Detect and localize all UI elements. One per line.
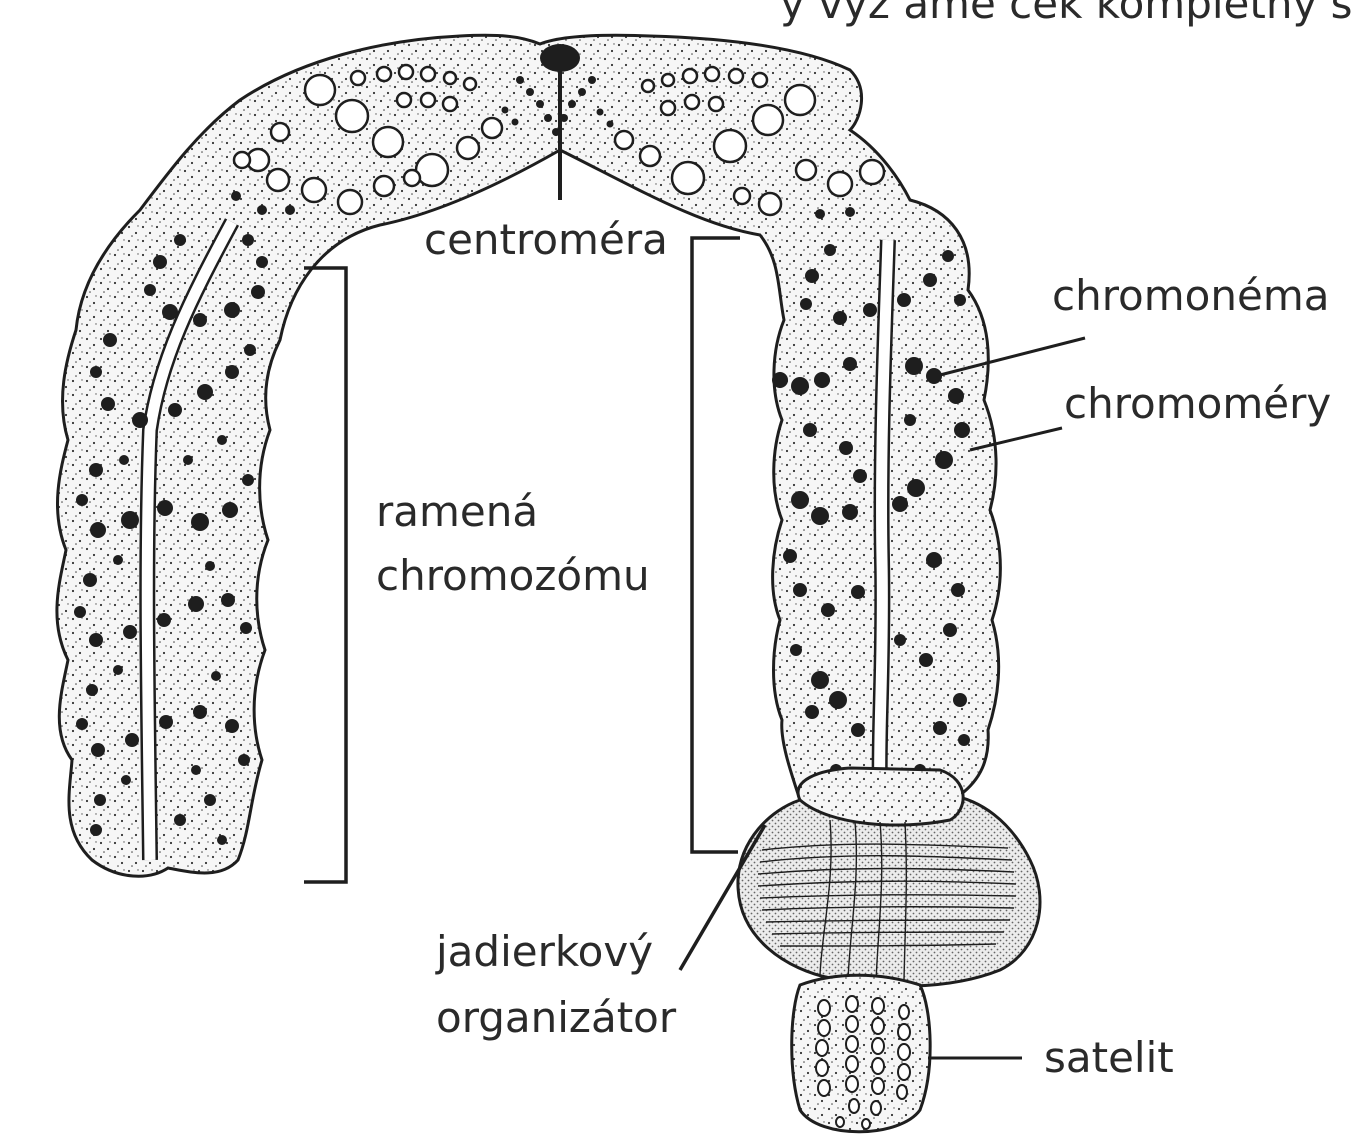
right-arm-bracket: [692, 238, 740, 852]
label-nor-line1: jadierkový: [435, 927, 653, 976]
chromosome-body: [57, 35, 1000, 876]
label-nor-line2: organizátor: [436, 993, 677, 1042]
centromere-knob: [540, 44, 580, 72]
label-chromomeres: chromoméry: [1064, 379, 1331, 428]
label-chromonema: chromonéma: [1052, 271, 1329, 320]
label-satellite: satelit: [1044, 1033, 1174, 1082]
header-text-fragment: ý výz áme ček kompletný súbor: [780, 0, 1353, 28]
left-arm-bracket: [304, 268, 346, 882]
label-arms-line1: ramená: [376, 487, 538, 536]
label-arms-line2: chromozómu: [376, 551, 650, 600]
label-centromere: centroméra: [424, 215, 668, 264]
